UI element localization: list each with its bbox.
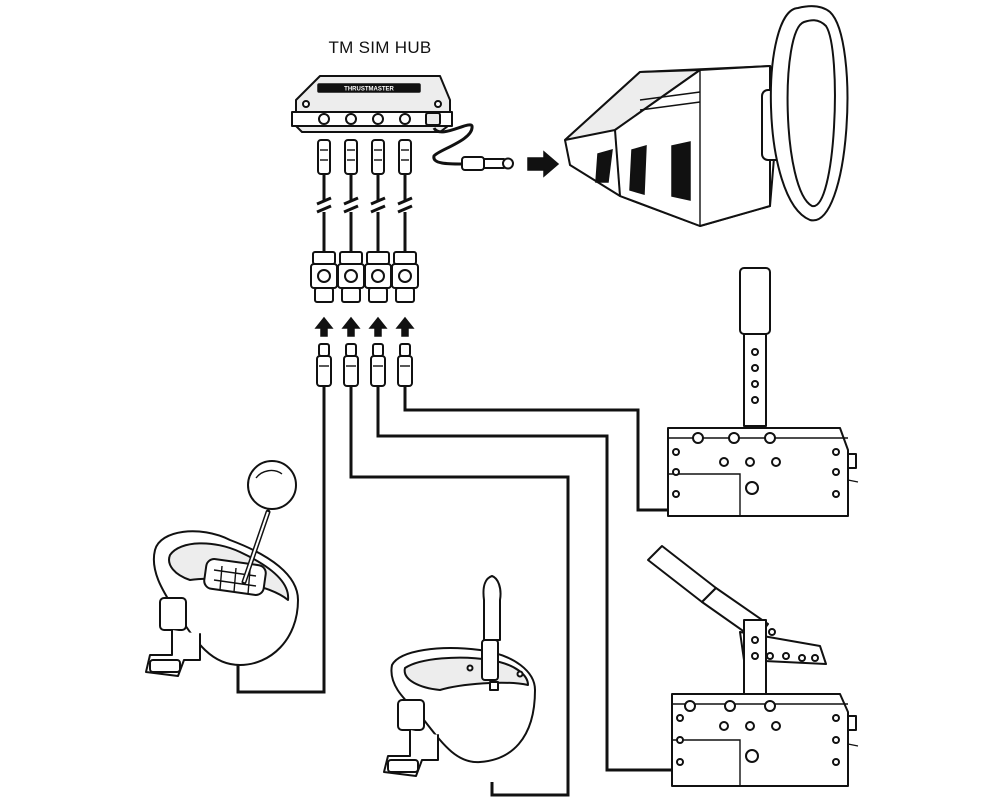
sequential-gear-lever-icon — [667, 267, 859, 517]
arrow-right-icon — [527, 150, 560, 178]
up-arrows — [314, 316, 415, 337]
port-cable-2 — [337, 139, 365, 303]
cable-sequential-lever — [403, 386, 672, 512]
cable-handbrake — [376, 386, 680, 772]
h-pattern-shifter-icon — [145, 460, 299, 677]
port-cable-4 — [391, 139, 419, 303]
usb-cable-icon — [432, 123, 514, 171]
port-cables — [310, 139, 419, 303]
sim-hub-icon: THRUSTMASTER — [291, 75, 453, 133]
wheel-base-icon — [564, 5, 849, 227]
handbrake-lever-icon — [647, 545, 859, 787]
port-cable-3 — [364, 139, 392, 303]
hub-brand-label: THRUSTMASTER — [344, 87, 394, 93]
cable-h-shifter — [236, 386, 326, 694]
arrow-up-icon — [368, 316, 388, 337]
sequential-shifter-icon — [383, 575, 536, 777]
arrow-up-icon — [314, 316, 334, 337]
cable-sequential-shifter — [349, 386, 570, 797]
device-plugs — [316, 343, 413, 387]
port-cable-1 — [310, 139, 338, 303]
device-cables — [236, 386, 680, 797]
arrow-up-icon — [341, 316, 361, 337]
hub-title: TM SIM HUB — [328, 38, 432, 57]
arrow-up-icon — [395, 316, 415, 337]
